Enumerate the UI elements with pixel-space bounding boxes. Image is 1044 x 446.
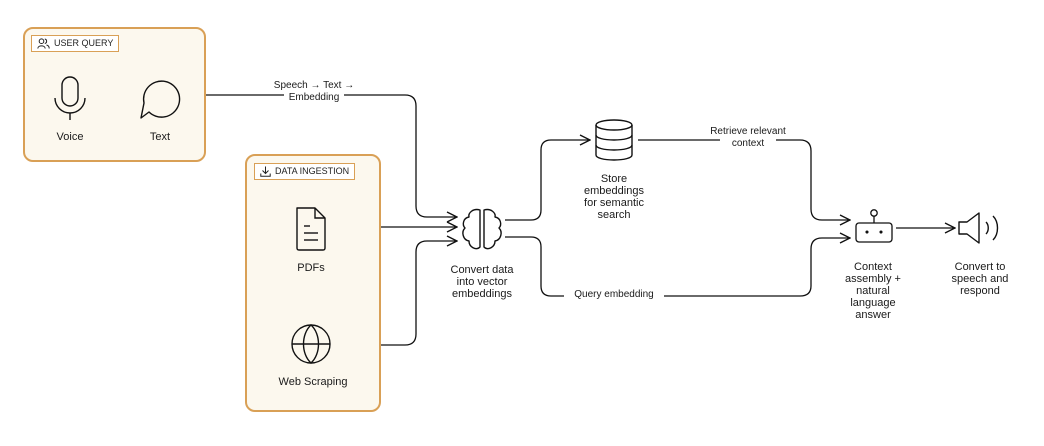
edge-label-speech-text-1: Speech → Text → — [259, 80, 369, 92]
users-icon — [37, 38, 50, 49]
user-query-title: USER QUERY — [54, 38, 114, 48]
speech-label-2: speech and — [951, 273, 1009, 285]
brain-icon — [462, 208, 502, 250]
user-query-tag: USER QUERY — [31, 35, 120, 52]
edge-label-retrieve-1: Retrieve relevant — [698, 126, 798, 138]
edge-embed-to-store — [505, 140, 590, 221]
voice-label: Voice — [56, 131, 84, 143]
embed-label-3: embeddings — [452, 288, 512, 300]
microphone-icon — [54, 76, 86, 120]
robot-icon — [855, 209, 893, 243]
edge-label-query-embedding: Query embedding — [564, 289, 664, 301]
globe-icon — [291, 324, 331, 364]
embed-label-1: Convert data — [450, 264, 514, 276]
web-scraping-label: Web Scraping — [278, 376, 348, 388]
chat-bubble-icon — [140, 80, 181, 119]
store-label-1: Store — [600, 173, 628, 185]
edge-web-to-embed — [340, 241, 457, 346]
data-ingestion-tag: DATA INGESTION — [254, 163, 356, 180]
speech-label-3: respond — [960, 285, 1000, 297]
context-label-1: Context — [854, 261, 892, 273]
context-label-3: natural — [856, 285, 890, 297]
edge-embed-to-context — [505, 237, 850, 297]
store-label-2: embeddings — [584, 185, 644, 197]
context-label-5: answer — [855, 309, 891, 321]
context-label-4: language — [850, 297, 896, 309]
text-label: Text — [149, 131, 171, 143]
store-label-3: for semantic — [584, 197, 644, 209]
edge-label-retrieve-2: context — [720, 138, 776, 150]
edge-query-to-embed — [206, 94, 457, 217]
store-label-4: search — [597, 209, 631, 221]
speech-label-1: Convert to — [954, 261, 1006, 273]
embed-label-2: into vector — [456, 276, 508, 288]
document-icon — [296, 207, 326, 251]
database-icon — [595, 119, 633, 161]
pdfs-label: PDFs — [297, 262, 325, 274]
edge-label-speech-text-2: Embedding — [284, 92, 344, 104]
data-ingestion-group — [245, 154, 381, 412]
speaker-icon — [958, 212, 999, 244]
download-icon — [260, 166, 271, 177]
context-label-2: assembly + — [845, 273, 901, 285]
edge-store-to-context — [638, 139, 850, 220]
data-ingestion-title: DATA INGESTION — [275, 166, 350, 176]
